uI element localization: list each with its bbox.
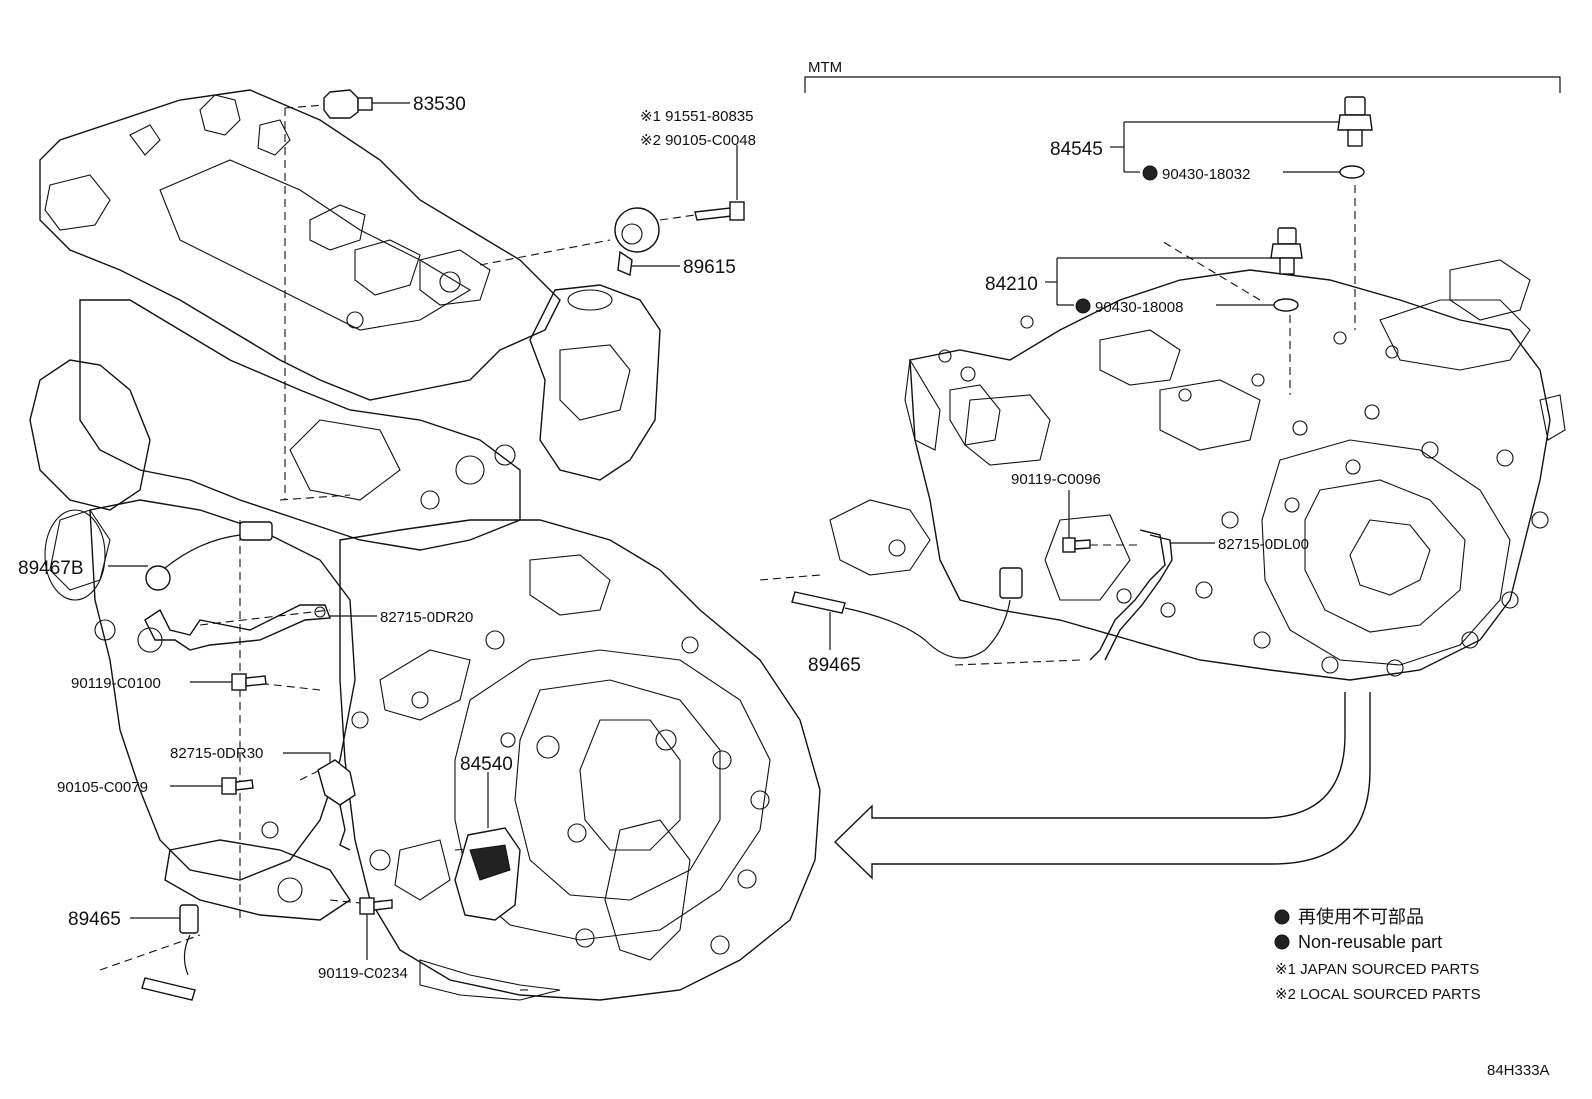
mtm-label: MTM [808, 59, 842, 76]
label-90119-C0234[interactable]: 90119-C0234 [318, 965, 408, 982]
labels: 83530 89615 ※1 91551-80835 ※2 90105-C004… [18, 94, 1309, 982]
legend-line-1: 再使用不可部品 [1298, 907, 1424, 927]
part-84210-switch[interactable] [1045, 227, 1303, 305]
label-84540[interactable]: 84540 [460, 754, 513, 775]
part-89467B-sensor[interactable] [108, 521, 273, 591]
part-82715-0DL00-bracket[interactable] [1089, 529, 1215, 661]
legend-line-4: ※2 LOCAL SOURCED PARTS [1275, 986, 1481, 1003]
legend: 再使用不可部品 Non-reusable part ※1 JAPAN SOURC… [1274, 907, 1481, 1003]
label-83530[interactable]: 83530 [413, 94, 466, 115]
part-90119-C0096-bolt[interactable] [1062, 490, 1091, 553]
part-90105-C0079-bolt[interactable] [170, 777, 254, 795]
label-89615[interactable]: 89615 [683, 257, 736, 278]
diagram-code: 84H333A [1487, 1062, 1550, 1079]
part-84545-switch[interactable] [1110, 96, 1373, 172]
label-90119-C0096[interactable]: 90119-C0096 [1011, 471, 1101, 488]
part-89615-knock-sensor[interactable] [614, 207, 680, 276]
label-84545[interactable]: 84545 [1050, 139, 1103, 160]
part-90119-C0234-bolt[interactable] [359, 897, 393, 960]
label-89465-left[interactable]: 89465 [68, 909, 121, 930]
part-90430-18032-gasket[interactable] [1124, 165, 1365, 181]
part-90430-18008-gasket[interactable] [1057, 298, 1299, 314]
label-89465-right[interactable]: 89465 [808, 655, 861, 676]
legend-line-3: ※1 JAPAN SOURCED PARTS [1275, 961, 1479, 978]
part-89465-left-sensor[interactable] [130, 904, 199, 1001]
non-reusable-dot-icon [1274, 909, 1290, 925]
label-84210[interactable]: 84210 [985, 274, 1038, 295]
part-89465-right-sensor[interactable] [791, 567, 1023, 659]
part-83530-switch[interactable] [323, 89, 410, 119]
note-2: ※2 90105-C0048 [640, 132, 756, 149]
label-90105-C0079[interactable]: 90105-C0079 [57, 779, 148, 796]
part-bolt-91551-80835[interactable] [659, 145, 745, 221]
left-engine-assembly [29, 89, 821, 1001]
label-89467B[interactable]: 89467B [18, 558, 84, 579]
legend-line-2: Non-reusable part [1298, 932, 1442, 952]
part-82715-0DR20-bracket[interactable] [144, 604, 377, 651]
non-reusable-dot-icon [1274, 934, 1290, 950]
right-mtm-transaxle [759, 185, 1566, 681]
label-82715-0DR30[interactable]: 82715-0DR30 [170, 745, 263, 762]
label-90430-18032[interactable]: 90430-18032 [1162, 166, 1250, 183]
part-82715-0DR30-bracket[interactable] [283, 752, 356, 851]
part-84540-switch[interactable] [454, 772, 521, 921]
label-90119-C0100[interactable]: 90119-C0100 [71, 675, 161, 692]
part-90119-C0100-bolt[interactable] [190, 673, 267, 691]
assembly-arrow [833, 692, 1371, 880]
mtm-bracket: MTM [804, 59, 1561, 93]
label-82715-0DL00[interactable]: 82715-0DL00 [1218, 536, 1309, 553]
label-90430-18008[interactable]: 90430-18008 [1095, 299, 1183, 316]
label-82715-0DR20[interactable]: 82715-0DR20 [380, 609, 473, 626]
note-1: ※1 91551-80835 [640, 108, 754, 125]
